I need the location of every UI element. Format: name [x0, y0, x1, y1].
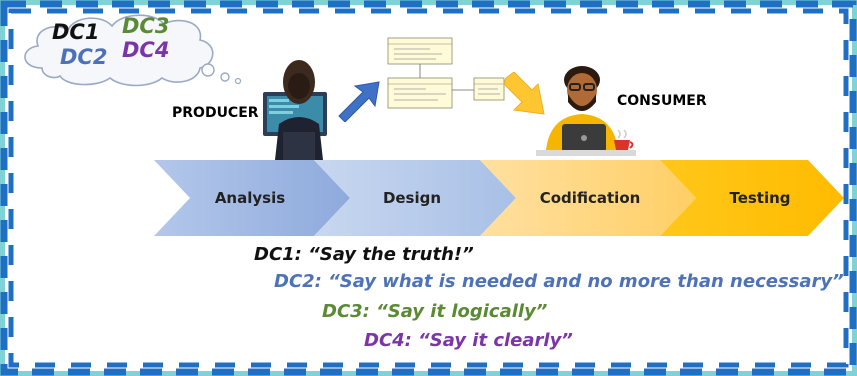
stage-design-label: Design — [382, 189, 442, 207]
stage-testing-label: Testing — [729, 189, 791, 207]
maxim-dc2: DC2: “Say what is needed and no more tha… — [274, 271, 844, 292]
process-chevrons — [154, 160, 844, 236]
uml-diagram-icon — [387, 37, 505, 109]
coffee-cup-icon — [614, 129, 634, 150]
maxim-dc3: DC3: “Say it logically” — [322, 301, 548, 322]
cloud-dc3: DC3 — [122, 14, 170, 38]
cloud-dc4: DC4 — [122, 38, 170, 62]
cloud-dc2: DC2 — [60, 45, 108, 69]
chevron-codification — [480, 160, 696, 236]
consumer-label: CONSUMER — [617, 93, 707, 109]
cloud-dc1: DC1 — [52, 20, 100, 44]
stage-analysis-label: Analysis — [214, 189, 286, 207]
chevron-design — [314, 160, 516, 236]
maxim-dc4: DC4: “Say it clearly” — [364, 330, 573, 351]
thought-cloud-icon — [24, 14, 242, 87]
developer-at-laptop-icon — [536, 66, 636, 156]
stage-codification-label: Codification — [539, 189, 641, 207]
blue-arrow-icon — [338, 81, 380, 122]
producer-label: PRODUCER — [172, 105, 259, 121]
yellow-arrow-icon — [503, 72, 545, 115]
person-at-computer-icon — [263, 60, 327, 160]
chevron-analysis — [154, 160, 350, 236]
maxim-dc1: DC1: “Say the truth!” — [254, 244, 474, 265]
chevron-testing — [660, 160, 844, 236]
